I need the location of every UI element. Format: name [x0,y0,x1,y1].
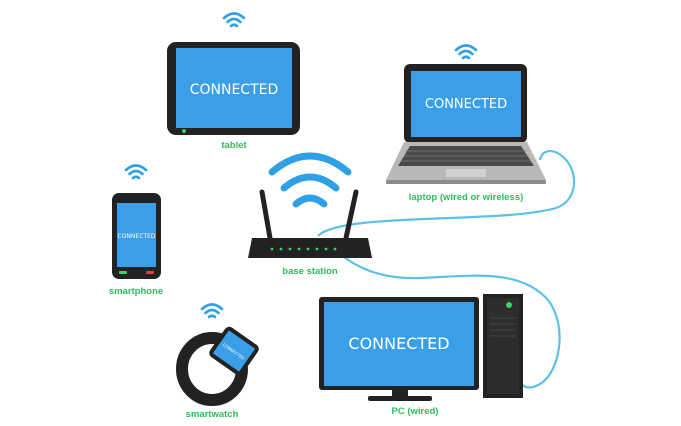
smartphone-icon [112,193,161,279]
smartwatch-screen [212,330,256,372]
wifi-icon [200,303,224,319]
cable-laptop [317,150,576,237]
laptop-label: laptop (wired or wireless) [409,192,524,203]
laptop-screen [411,71,521,137]
smartwatch-icon: CONNECTED [176,326,259,406]
pc-tower-icon [483,294,523,398]
pc-screen-text: CONNECTED [348,334,449,353]
smartphone-screen [117,203,156,267]
tablet-icon [167,42,300,135]
smartwatch-label: smartwatch [186,409,239,420]
monitor-icon [319,297,479,401]
laptop-icon [386,64,546,184]
router-icon [248,189,372,258]
smartphone-device: CONNECTED smartphone [109,164,163,297]
tablet-label: tablet [221,140,247,151]
tablet-screen-text: CONNECTED [190,82,279,98]
wifi-icon [222,12,246,28]
base-station-label: base station [282,266,338,277]
wifi-icon [268,152,352,208]
smartphone-label: smartphone [109,286,163,297]
laptop-device: CONNECTED laptop (wired or wireless) [386,44,546,203]
tablet-screen [176,48,292,128]
wifi-icon [124,164,148,180]
laptop-screen-text: CONNECTED [425,97,507,112]
smartwatch-device: CONNECTED smartwatch [176,303,259,420]
pc-device: CONNECTED PC (wired) [319,294,523,417]
wifi-icon [454,44,478,60]
cables [317,150,576,389]
cable-pc [321,239,561,389]
smartphone-screen-text: CONNECTED [118,233,156,240]
pc-screen [324,302,474,386]
base-station-device: base station [248,152,372,277]
pc-label: PC (wired) [392,406,439,417]
tablet-device: CONNECTED tablet [167,12,300,151]
